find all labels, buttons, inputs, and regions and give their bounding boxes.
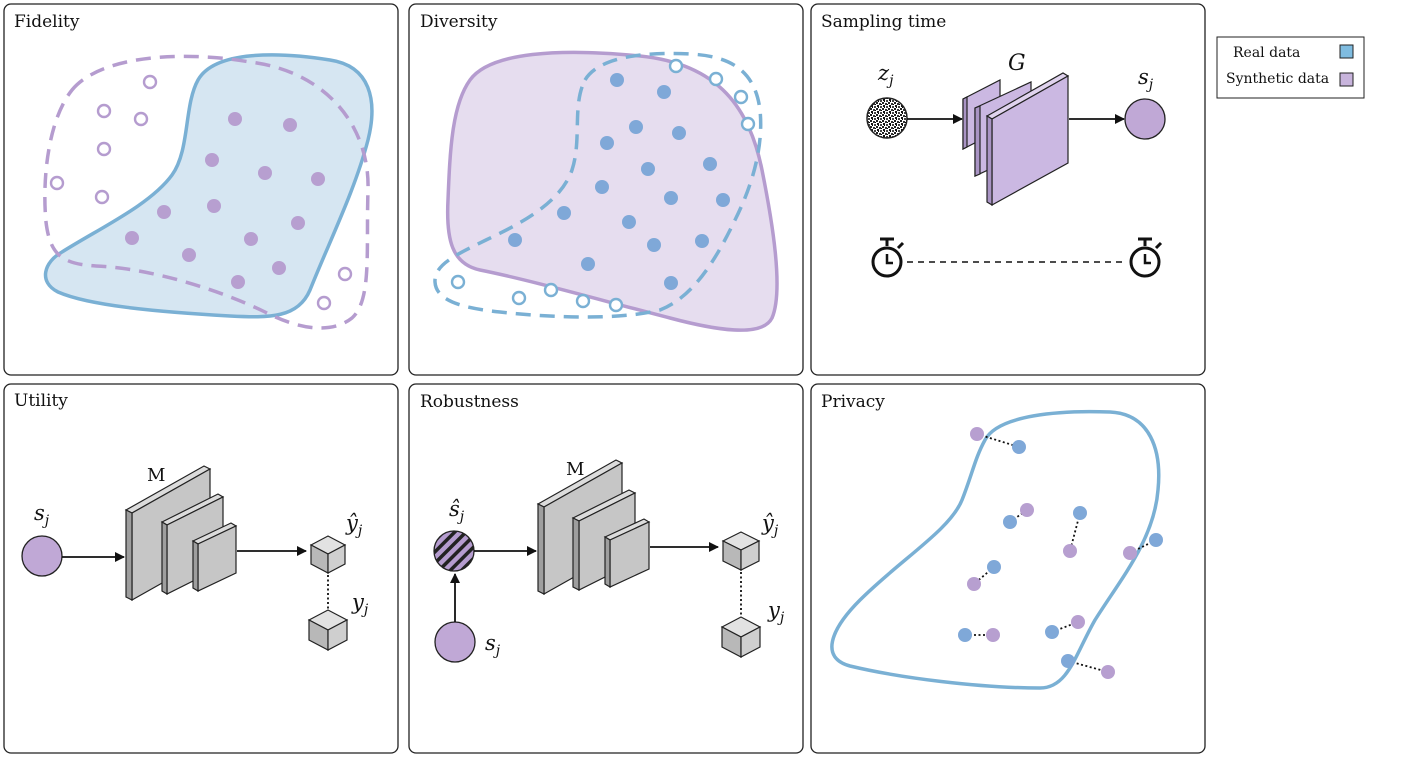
robustness-truth-label: yj [767, 598, 785, 626]
synthetic-data-region [43, 54, 370, 330]
utility-prediction-label: ŷj [345, 511, 363, 539]
panel-title-privacy: Privacy [821, 392, 885, 412]
panel-privacy-frame [810, 383, 1206, 754]
real-data-region [830, 409, 1161, 690]
privacy-synthetic-dots [967, 427, 1137, 679]
utility-truth-label: yj [351, 590, 369, 618]
robustness-truth-cube [720, 616, 762, 658]
robustness-input-label: sj [485, 631, 501, 659]
generator-label: G [1008, 51, 1026, 76]
synthetic-output-label: sj [1138, 65, 1154, 93]
diversity-hollow-dots [450, 58, 756, 313]
perturbed-input-label: ŝj [449, 497, 465, 525]
noise-input-circle [866, 97, 908, 139]
robustness-prediction-label: ŷj [761, 511, 779, 539]
legend-real-swatch [1339, 44, 1354, 59]
legend-real-label: Real data [1233, 45, 1300, 61]
fidelity-filled-dots [125, 112, 325, 289]
panel-title-fidelity: Fidelity [14, 12, 80, 32]
privacy-real-dots [958, 440, 1163, 668]
synthetic-data-region [445, 50, 779, 332]
synthetic-output-circle [1124, 98, 1166, 140]
diversity-filled-dots [508, 73, 730, 290]
fidelity-diagram [43, 53, 374, 330]
robustness-prediction-cube [721, 531, 761, 571]
utility-truth-cube [307, 609, 349, 651]
robustness-diagram: ŝj sj M ŷj yj [433, 459, 785, 663]
stopwatch-start-icon [871, 237, 905, 278]
utility-prediction-cube [309, 535, 347, 574]
legend: Real data Synthetic data [1216, 36, 1365, 99]
panel-title-sampling: Sampling time [821, 12, 946, 32]
robustness-input-circle [434, 621, 476, 663]
diversity-diagram [433, 50, 779, 332]
utility-input-circle [21, 535, 63, 577]
utility-model-label: M [147, 465, 165, 486]
panel-title-diversity: Diversity [420, 12, 498, 32]
generator-network [962, 72, 1070, 207]
utility-model-network [124, 465, 238, 602]
privacy-diagram [830, 409, 1163, 690]
real-data-region [433, 51, 763, 319]
sampling-diagram: zj G sj [866, 51, 1166, 278]
panel-title-robustness: Robustness [420, 392, 519, 412]
legend-synthetic-swatch [1339, 72, 1354, 87]
perturbed-input-circle [433, 530, 475, 572]
utility-diagram: sj M ŷj yj [21, 465, 369, 651]
robustness-model-network [536, 459, 651, 596]
stopwatch-end-icon [1129, 237, 1163, 278]
fidelity-hollow-dots [49, 74, 353, 311]
noise-input-label: zj [877, 61, 894, 89]
panel-title-utility: Utility [14, 391, 68, 411]
utility-input-label: sj [34, 501, 50, 529]
legend-synthetic-label: Synthetic data [1226, 71, 1329, 87]
robustness-model-label: M [566, 459, 584, 480]
